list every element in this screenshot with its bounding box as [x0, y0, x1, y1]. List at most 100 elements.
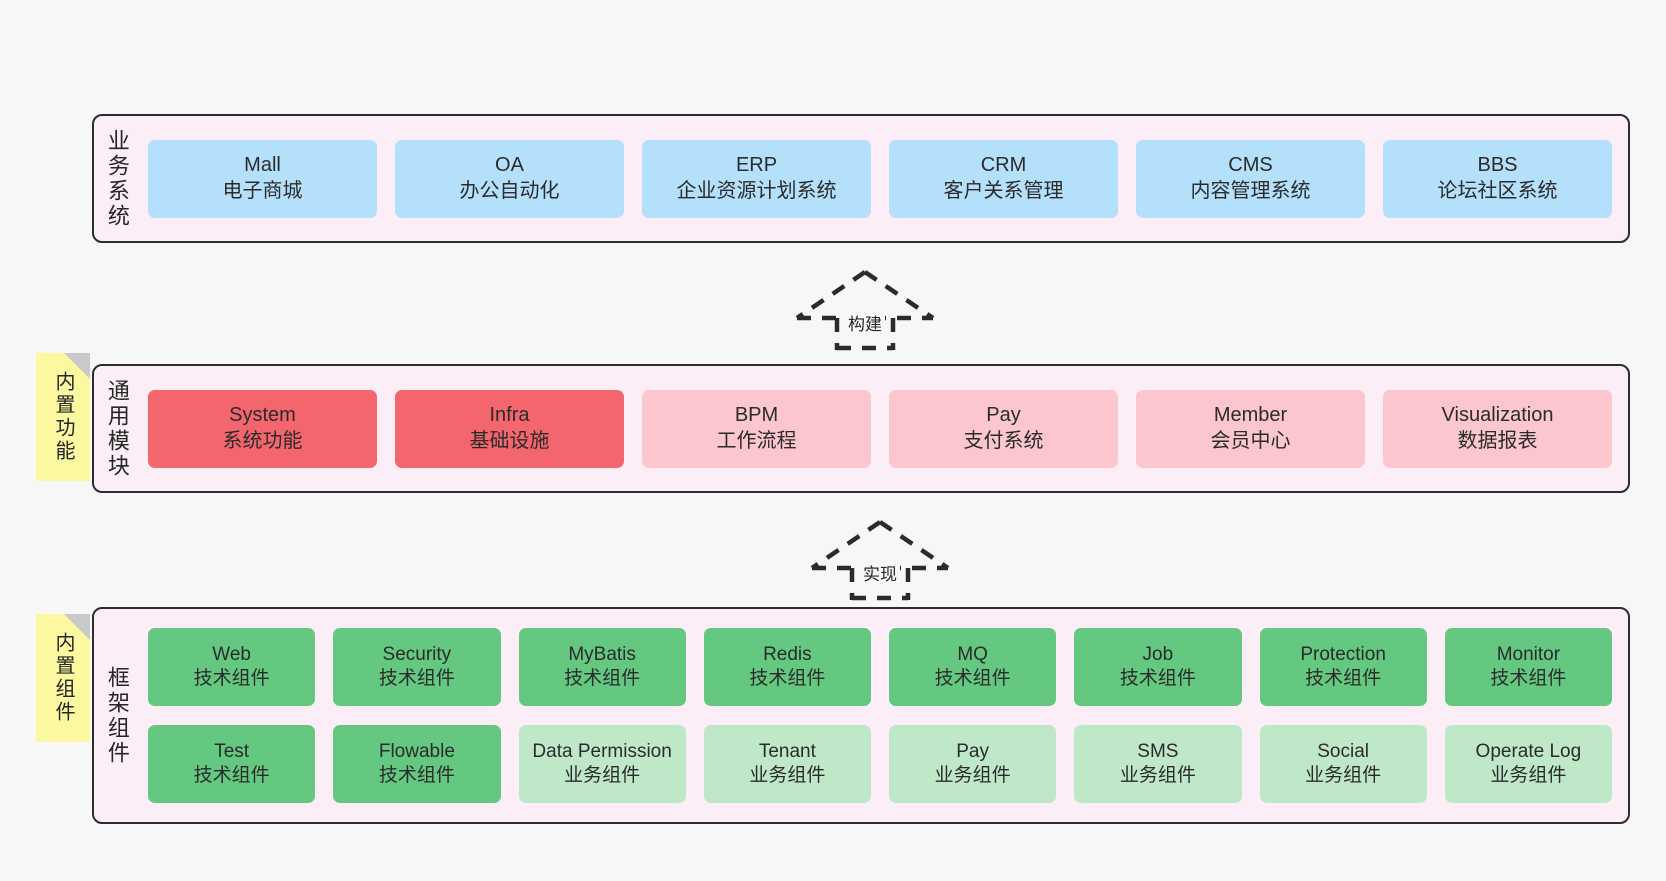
- card-test-name: Test: [214, 741, 250, 763]
- band-business-systems-title: 业务系统: [94, 116, 140, 241]
- card-security-name: Security: [382, 644, 452, 666]
- card-monitor-desc: 技术组件: [1490, 668, 1567, 689]
- card-crm-desc: 客户关系管理: [943, 179, 1064, 202]
- card-job[interactable]: Job 技术组件: [1074, 628, 1242, 706]
- card-protection-name: Protection: [1300, 644, 1386, 666]
- band-framework-components: 框架组件 Web 技术组件 Security 技术组件 MyBatis 技术组件…: [92, 607, 1630, 824]
- card-social-desc: 业务组件: [1305, 765, 1382, 786]
- framework-components-row-business: Test 技术组件 Flowable 技术组件 Data Permission …: [148, 725, 1612, 803]
- card-tenant-desc: 业务组件: [749, 765, 826, 786]
- card-bpm[interactable]: BPM 工作流程: [642, 389, 871, 468]
- framework-components-row-tech: Web 技术组件 Security 技术组件 MyBatis 技术组件 Redi…: [148, 628, 1612, 706]
- card-security-desc: 技术组件: [378, 668, 455, 689]
- card-member[interactable]: Member 会员中心: [1136, 389, 1365, 468]
- card-mybatis-name: MyBatis: [568, 644, 636, 666]
- card-pay-module-desc: 支付系统: [963, 429, 1044, 452]
- card-mq[interactable]: MQ 技术组件: [889, 628, 1057, 706]
- card-data-permission-desc: 业务组件: [564, 765, 641, 786]
- arrow-build-shape: [795, 270, 935, 351]
- card-pay-module-name: Pay: [986, 404, 1021, 427]
- note-builtin-components: 内置组件: [36, 614, 90, 742]
- common-modules-row: System 系统功能 Infra 基础设施 BPM 工作流程 Pay 支付系统…: [148, 389, 1612, 468]
- card-bpm-name: BPM: [734, 404, 779, 427]
- card-pay-module[interactable]: Pay 支付系统: [889, 389, 1118, 468]
- card-redis-name: Redis: [763, 644, 812, 666]
- card-erp[interactable]: ERP 企业资源计划系统: [642, 139, 871, 218]
- card-tenant[interactable]: Tenant 业务组件: [703, 725, 871, 803]
- card-job-name: Job: [1142, 644, 1174, 666]
- card-mall[interactable]: Mall 电子商城: [148, 139, 377, 218]
- card-erp-desc: 企业资源计划系统: [676, 179, 837, 202]
- card-social-name: Social: [1317, 741, 1369, 763]
- card-flowable-name: Flowable: [378, 741, 455, 763]
- card-pay-component-name: Pay: [956, 741, 989, 763]
- card-data-permission[interactable]: Data Permission 业务组件: [518, 725, 686, 803]
- card-redis[interactable]: Redis 技术组件: [703, 628, 871, 706]
- card-cms-name: CMS: [1228, 154, 1273, 177]
- card-test[interactable]: Test 技术组件: [148, 725, 316, 803]
- card-protection[interactable]: Protection 技术组件: [1259, 628, 1427, 706]
- note-builtin-features: 内置功能: [36, 353, 90, 481]
- band-business-systems: 业务系统 Mall 电子商城 OA 办公自动化 ERP 企业资源计划系统 CRM: [92, 114, 1630, 243]
- arrow-build-label: 构建: [845, 310, 885, 335]
- note-fold-corner-icon: [64, 353, 90, 379]
- card-cms[interactable]: CMS 内容管理系统: [1136, 139, 1365, 218]
- card-bpm-desc: 工作流程: [716, 429, 797, 452]
- card-crm[interactable]: CRM 客户关系管理: [889, 139, 1118, 218]
- card-social[interactable]: Social 业务组件: [1259, 725, 1427, 803]
- card-operate-log[interactable]: Operate Log 业务组件: [1444, 725, 1612, 803]
- card-oa[interactable]: OA 办公自动化: [395, 139, 624, 218]
- card-monitor-name: Monitor: [1496, 644, 1561, 666]
- band-common-modules: 通用模块 System 系统功能 Infra 基础设施 BPM 工作流程 Pay: [92, 364, 1630, 493]
- arrow-implement-shape: [810, 520, 950, 601]
- card-web[interactable]: Web 技术组件: [148, 628, 316, 706]
- card-mybatis[interactable]: MyBatis 技术组件: [518, 628, 686, 706]
- card-crm-name: CRM: [980, 154, 1027, 177]
- band-business-systems-title-text: 业务系统: [104, 128, 130, 229]
- card-sms-desc: 业务组件: [1119, 765, 1196, 786]
- card-bbs[interactable]: BBS 论坛社区系统: [1383, 139, 1612, 218]
- card-mall-name: Mall: [244, 154, 281, 177]
- card-system[interactable]: System 系统功能: [148, 389, 377, 468]
- card-visualization[interactable]: Visualization 数据报表: [1383, 389, 1612, 468]
- card-operate-log-desc: 业务组件: [1490, 765, 1567, 786]
- card-system-desc: 系统功能: [222, 429, 303, 452]
- card-monitor[interactable]: Monitor 技术组件: [1444, 628, 1612, 706]
- card-erp-name: ERP: [735, 154, 778, 177]
- card-infra[interactable]: Infra 基础设施: [395, 389, 624, 468]
- card-job-desc: 技术组件: [1119, 668, 1196, 689]
- card-flowable[interactable]: Flowable 技术组件: [333, 725, 501, 803]
- card-web-name: Web: [212, 644, 251, 666]
- card-visualization-desc: 数据报表: [1457, 429, 1538, 452]
- arrow-build: 构建: [790, 268, 940, 351]
- card-sms[interactable]: SMS 业务组件: [1074, 725, 1242, 803]
- card-mybatis-desc: 技术组件: [564, 668, 641, 689]
- card-member-name: Member: [1213, 404, 1288, 427]
- band-business-systems-body: Mall 电子商城 OA 办公自动化 ERP 企业资源计划系统 CRM 客户关系…: [140, 116, 1628, 241]
- business-systems-row: Mall 电子商城 OA 办公自动化 ERP 企业资源计划系统 CRM 客户关系…: [148, 139, 1612, 218]
- card-data-permission-name: Data Permission: [532, 741, 672, 763]
- card-infra-name: Infra: [489, 404, 530, 427]
- note-fold-corner-icon: [64, 614, 90, 640]
- card-oa-name: OA: [495, 154, 524, 177]
- card-protection-desc: 技术组件: [1305, 668, 1382, 689]
- card-operate-log-name: Operate Log: [1475, 741, 1582, 763]
- band-common-modules-title-text: 通用模块: [104, 378, 130, 479]
- band-framework-components-title: 框架组件: [94, 609, 140, 822]
- card-mq-name: MQ: [957, 644, 988, 666]
- band-framework-components-body: Web 技术组件 Security 技术组件 MyBatis 技术组件 Redi…: [140, 609, 1628, 822]
- card-bbs-name: BBS: [1477, 154, 1518, 177]
- card-pay-component-desc: 业务组件: [934, 765, 1011, 786]
- band-framework-components-title-text: 框架组件: [104, 665, 130, 766]
- card-cms-desc: 内容管理系统: [1190, 179, 1311, 202]
- card-pay-component[interactable]: Pay 业务组件: [889, 725, 1057, 803]
- card-infra-desc: 基础设施: [469, 429, 550, 452]
- band-common-modules-body: System 系统功能 Infra 基础设施 BPM 工作流程 Pay 支付系统…: [140, 366, 1628, 491]
- card-mall-desc: 电子商城: [222, 179, 303, 202]
- card-mq-desc: 技术组件: [934, 668, 1011, 689]
- note-builtin-components-text: 内置组件: [52, 632, 74, 724]
- card-visualization-name: Visualization: [1441, 404, 1554, 427]
- card-tenant-name: Tenant: [758, 741, 816, 763]
- note-builtin-features-text: 内置功能: [52, 371, 74, 463]
- card-security[interactable]: Security 技术组件: [333, 628, 501, 706]
